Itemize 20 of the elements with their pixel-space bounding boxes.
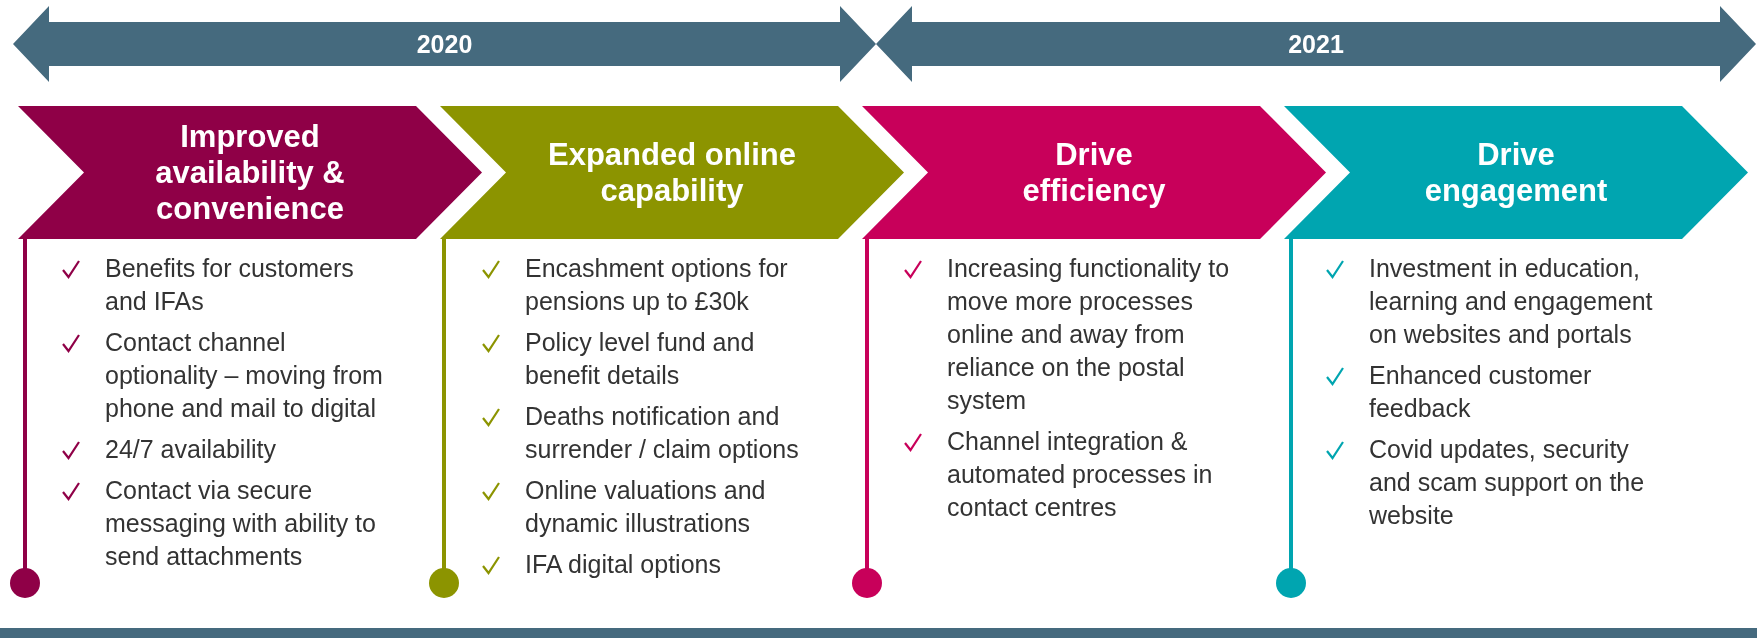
year-label: 2020 bbox=[415, 29, 474, 59]
chevron-title: Drive efficiency bbox=[1021, 136, 1167, 209]
bullet-text: Enhanced customer feedback bbox=[1369, 360, 1593, 424]
bullet-text: Investment in education, learning and engagement on websites and portals bbox=[1369, 253, 1654, 350]
bullet-text: Online valuations and dynamic illustrations bbox=[525, 475, 767, 539]
bullet-text: 24/7 availability bbox=[105, 434, 277, 465]
chevron-title: Drive engagement bbox=[1423, 136, 1609, 209]
chevron-title: Expanded online capability bbox=[547, 136, 797, 209]
bullet-text: IFA digital options bbox=[525, 549, 722, 580]
bullet-text: Deaths notification and surrender / claim options bbox=[525, 401, 800, 465]
bullet-text: Encashment options for pensions up to £30k bbox=[525, 253, 789, 317]
bullet-text: Channel integration & automated processes in contact centres bbox=[947, 426, 1214, 523]
bullet-text: Benefits for customers and IFAs bbox=[105, 253, 355, 317]
bullet-text: Contact via secure messaging with ability to send attachments bbox=[105, 475, 377, 572]
bullet-text: Covid updates, security and scam support on the website bbox=[1369, 434, 1646, 531]
bullet-text: Policy level fund and benefit details bbox=[525, 327, 756, 391]
bullet-text: Contact channel optionality – moving from phone and mail to digital bbox=[105, 327, 384, 424]
chevron-title: Improved availability & convenience bbox=[154, 118, 346, 227]
year-label: 2021 bbox=[1287, 29, 1345, 59]
bullet-text: Increasing functionality to move more processes online and away from reliance on the postal system bbox=[947, 253, 1231, 416]
